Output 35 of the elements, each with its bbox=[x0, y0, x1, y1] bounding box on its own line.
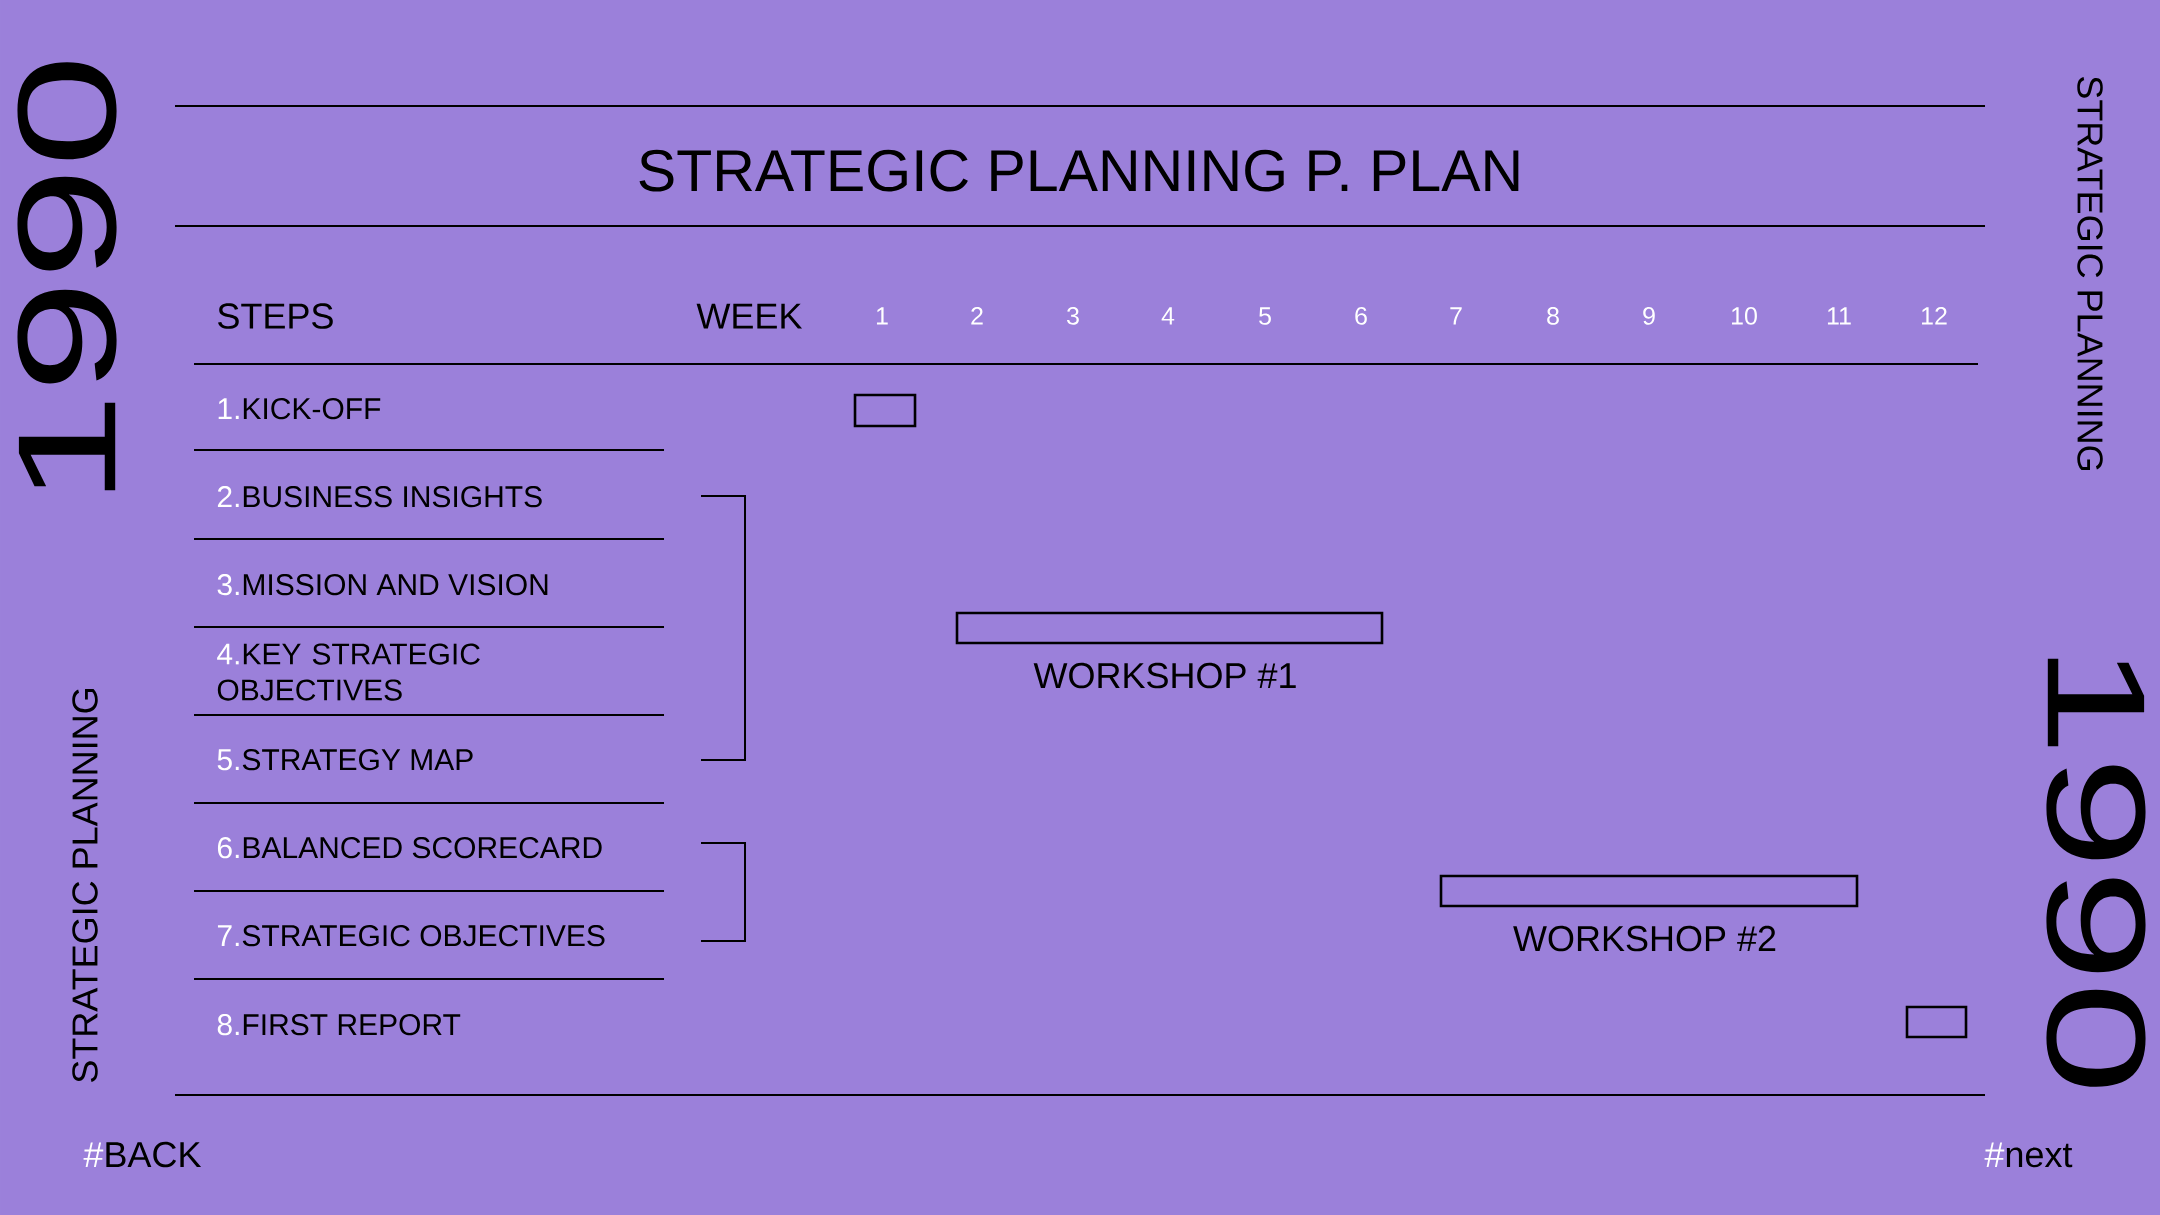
week-number: 7 bbox=[1450, 307, 1462, 325]
week-number: 1 bbox=[876, 307, 888, 325]
column-header: WEEK bbox=[696, 303, 803, 329]
task-bar bbox=[1439, 874, 1859, 908]
week-number: 8 bbox=[1547, 307, 1559, 325]
week-number: 2 bbox=[971, 307, 983, 325]
year-text: 1990 bbox=[2046, 658, 2146, 1087]
step-label: 1. KICK-OFF bbox=[218, 398, 381, 420]
title: STRATEGIC PLANNING P. PLAN bbox=[639, 149, 1519, 192]
column-header: STEPS bbox=[218, 303, 333, 329]
step-label: 8. FIRST REPORT bbox=[217, 1014, 461, 1036]
nav-link: #next bbox=[1984, 1142, 2073, 1168]
side-label: STRATEGIC PLANNING bbox=[72, 689, 98, 1083]
step-label: 5.STRATEGY MAP bbox=[217, 749, 473, 771]
step-label: 6. BALANCED SCORECARD bbox=[217, 837, 602, 859]
step-label: 7.STRATEGIC OBJECTIVES bbox=[217, 925, 605, 947]
week-number: 4 bbox=[1161, 307, 1175, 325]
step-label: 4. KEY STRATEGIC OBJECTIVES bbox=[217, 643, 480, 701]
bar-label: WORKSHOP #1 bbox=[1033, 662, 1296, 689]
week-number: 9 bbox=[1643, 307, 1655, 325]
week-number: 11 bbox=[1827, 307, 1851, 325]
week-number: 10 bbox=[1732, 307, 1757, 325]
nav-link: #BACK bbox=[83, 1141, 202, 1168]
step-label: 2. BUSINESS INSIGHTS bbox=[217, 486, 542, 508]
week-number: 3 bbox=[1067, 307, 1079, 325]
week-number: 12 bbox=[1922, 307, 1947, 325]
task-bar bbox=[1905, 1005, 1968, 1039]
week-number: 6 bbox=[1355, 307, 1367, 325]
week-number: 5 bbox=[1259, 307, 1271, 325]
task-bar bbox=[853, 393, 917, 428]
task-bar bbox=[955, 611, 1384, 645]
year-text: 1990 bbox=[17, 62, 117, 491]
bar-label: WORKSHOP #2 bbox=[1513, 925, 1776, 952]
side-label: STRATEGIC PLANNING bbox=[2077, 76, 2103, 470]
step-label: 3. MISSION AND VISION bbox=[217, 574, 548, 596]
